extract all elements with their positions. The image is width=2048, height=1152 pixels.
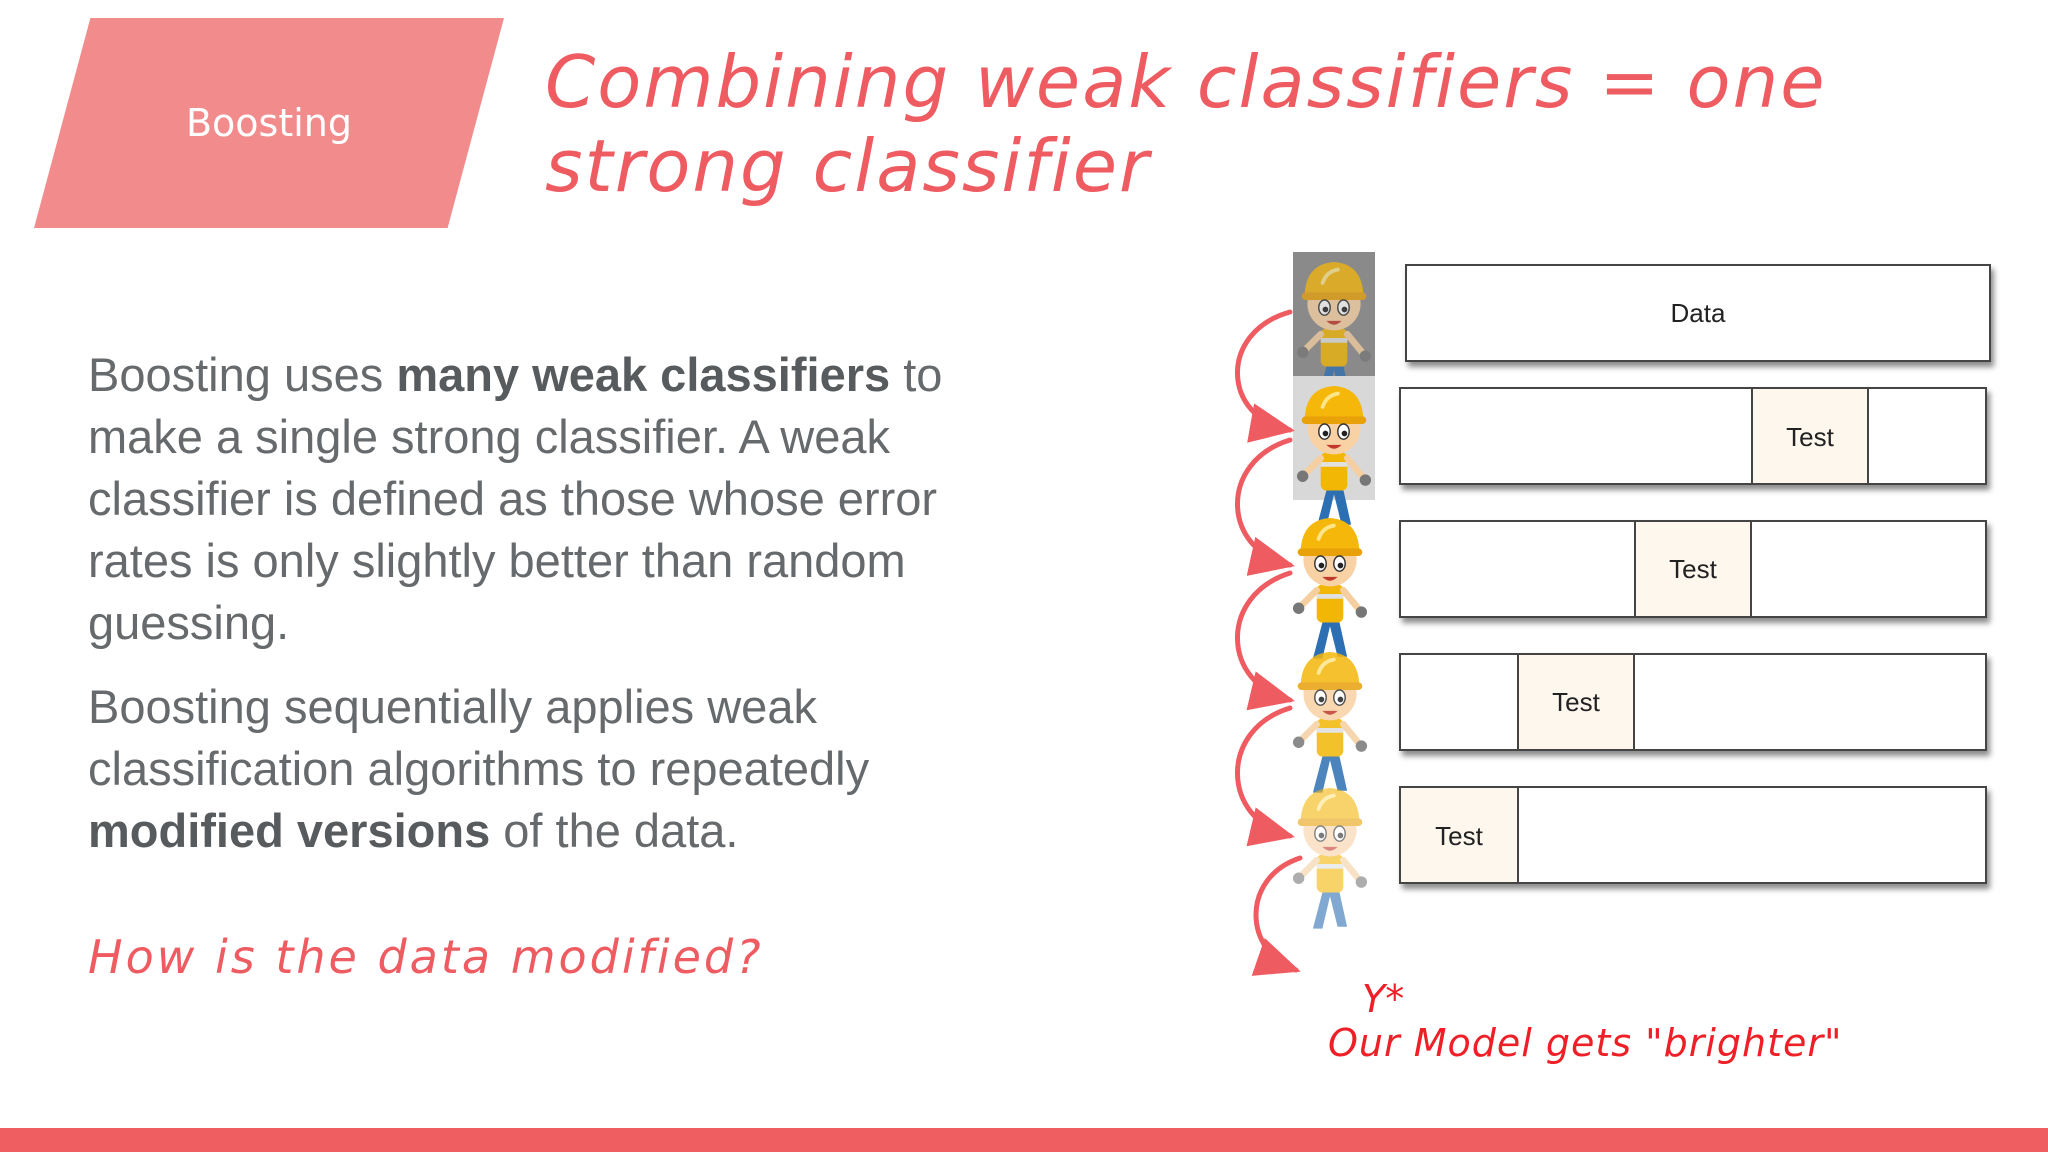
annotation-text: Our Model gets "brighter": [1328, 1021, 1843, 1065]
test-label-2: Test: [1669, 554, 1717, 584]
round-4-bar: Test: [1399, 786, 1987, 884]
arrow-4: [1235, 705, 1295, 847]
worker-figure-2: [1293, 376, 1375, 527]
worker-figure-5: [1293, 788, 1367, 929]
arrow-1: [1235, 309, 1295, 443]
p1-text-2: to make a single strong classifier. A we…: [88, 348, 943, 649]
worker-figure-1: [1293, 252, 1375, 403]
p2-text-2: of the data.: [490, 804, 739, 857]
arrow-3: [1235, 570, 1295, 711]
p1-text-1: Boosting uses: [88, 348, 397, 401]
section-tag-shape: [34, 18, 504, 228]
test-label-3: Test: [1552, 687, 1600, 717]
slide-title: Combining weak classifiers = one strong …: [545, 40, 1827, 208]
p1-bold-1: many weak classifiers: [396, 348, 891, 401]
test-label-4: Test: [1435, 821, 1483, 851]
p2-bold-1: modified versions: [88, 804, 491, 857]
bottom-bar: [0, 1128, 2048, 1152]
data-bar: Data: [1405, 264, 1991, 362]
paragraph-2: Boosting sequentially applies weak class…: [88, 676, 1028, 862]
test-label-1: Test: [1786, 422, 1834, 452]
arrow-5: [1251, 855, 1303, 976]
data-label: Data: [1671, 298, 1726, 328]
body-text: Boosting uses many weak classifiers to m…: [88, 344, 1028, 884]
round-3-bar: Test: [1399, 653, 1987, 751]
section-tag-label: Boosting: [185, 101, 353, 145]
annotation-y-star: Y*: [1362, 977, 1404, 1021]
p2-text-1: Boosting sequentially applies weak class…: [88, 680, 870, 795]
worker-figure-3: [1293, 518, 1367, 659]
question-text: How is the data modified?: [88, 930, 764, 984]
round-2-bar: Test: [1399, 520, 1987, 618]
round-1-bar: Test: [1399, 387, 1987, 485]
paragraph-1: Boosting uses many weak classifiers to m…: [88, 344, 1028, 654]
worker-figure-4: [1293, 652, 1367, 793]
arrow-2: [1235, 437, 1295, 576]
